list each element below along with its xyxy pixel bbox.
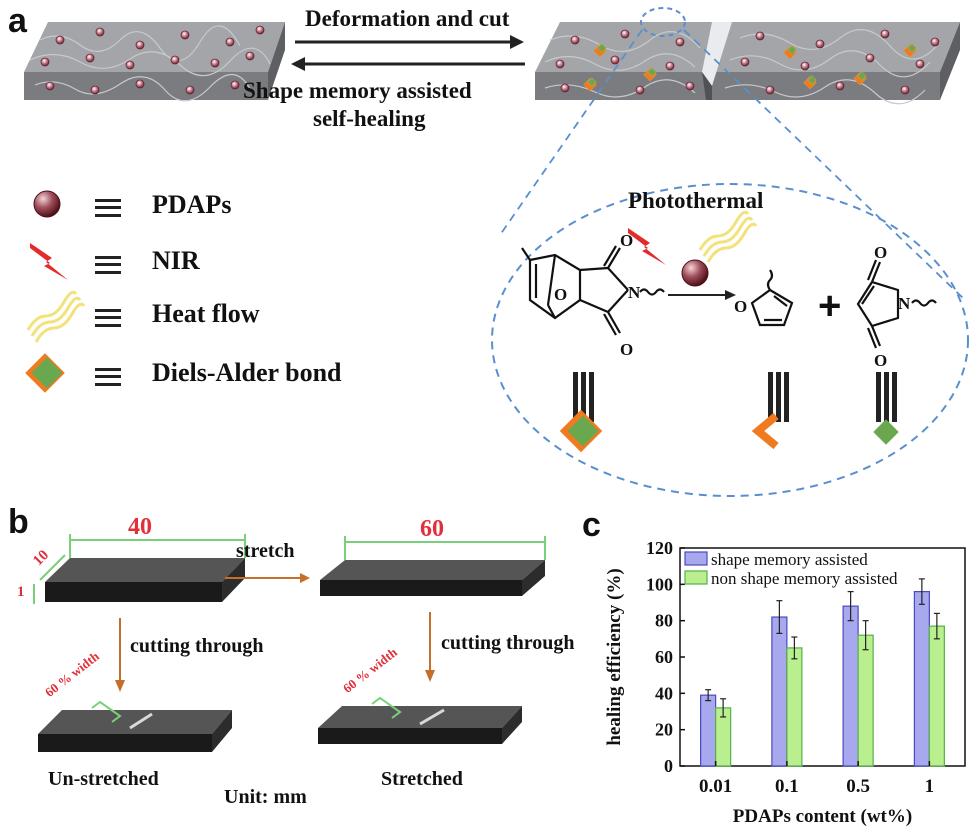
legend-label-pdaps: PDAPs [152, 190, 232, 219]
y-tick-label: 40 [655, 683, 673, 703]
y-tick-label: 100 [646, 574, 673, 594]
svg-text:O: O [554, 285, 567, 304]
x-tick-label: 1 [925, 776, 935, 797]
panel-a-letter: a [8, 2, 27, 40]
x-tick-label: 0.01 [699, 776, 732, 797]
y-tick-label: 60 [655, 647, 673, 667]
cutting-label-right: cutting through [441, 632, 575, 654]
legend-label-nir: NIR [152, 246, 200, 275]
furan-structure [750, 269, 794, 327]
nir-lightning-icon [30, 243, 68, 280]
svg-text:O: O [620, 340, 633, 359]
bar [700, 694, 717, 767]
reverse-arrow-label-2: self-healing [313, 106, 426, 131]
legend-label-diels-alder: Diels-Alder bond [152, 358, 342, 387]
svg-text:O: O [734, 297, 747, 316]
cutting-label-left: cutting through [130, 635, 264, 657]
legend-equals-4 [95, 368, 121, 386]
svg-text:O: O [874, 243, 887, 262]
panel-c-letter: c [582, 506, 601, 544]
x-tick-label: 0.5 [846, 776, 870, 797]
y-tick-label: 0 [664, 756, 673, 776]
maleimide-structure [856, 259, 937, 349]
panel-a-diagram: O O O N O O O N [24, 7, 969, 497]
intact-slab [24, 22, 285, 102]
bar [913, 590, 930, 767]
pdap-sphere-icon [681, 259, 709, 287]
bar [786, 647, 803, 767]
cut-slab [535, 7, 960, 105]
caption-unstretched: Un-stretched [48, 768, 159, 790]
heat-flow-icon [698, 210, 758, 263]
stretched-sample [320, 536, 546, 596]
furan-fragment-icon [751, 412, 779, 450]
stretch-label: stretch [236, 540, 295, 562]
legend-equals-1 [95, 199, 121, 217]
caption-stretched: Stretched [381, 768, 463, 790]
forward-arrow-label: Deformation and cut [305, 6, 510, 31]
bar [857, 634, 874, 767]
photothermal-label: Photothermal [628, 188, 764, 213]
legend-label: non shape memory assisted [711, 569, 898, 588]
equivalence-marks [573, 372, 897, 422]
legend-equals-3 [95, 309, 121, 327]
panel-b-letter: b [8, 503, 29, 541]
reversible-arrows [291, 35, 525, 71]
unstretched-sample [33, 534, 246, 604]
legend-equals-2 [95, 256, 121, 274]
cut-unstretched-sample [38, 700, 232, 752]
zoom-ellipse [491, 183, 969, 497]
y-tick-label: 120 [646, 538, 673, 558]
svg-text:O: O [874, 351, 887, 370]
reverse-arrow-label-1: Shape memory assisted [243, 78, 472, 103]
thickness-label: 1 [17, 584, 25, 600]
length-stretched-label: 60 [420, 516, 444, 542]
x-tick-label: 0.1 [775, 776, 799, 797]
heat-flow-icon [26, 290, 86, 343]
bar [842, 605, 859, 767]
legend-label: shape memory assisted [711, 550, 868, 569]
nir-lightning-icon [628, 228, 666, 265]
bar [928, 625, 945, 767]
maleimide-fragment-icon [873, 419, 899, 445]
plus-sign: + [818, 284, 842, 328]
x-axis-label: PDAPs content (wt%) [733, 806, 912, 827]
pdap-sphere-icon [33, 190, 61, 218]
y-tick-label: 20 [655, 720, 673, 740]
svg-text:O: O [620, 231, 633, 250]
bar [771, 616, 788, 767]
legend-swatch [684, 551, 708, 566]
diels-alder-adduct-structure [521, 245, 665, 336]
svg-text:N: N [628, 283, 641, 302]
legend-swatch [684, 570, 708, 585]
legend-label-heat-flow: Heat flow [152, 299, 260, 328]
svg-text:N: N [898, 294, 911, 313]
cut-stretched-sample [318, 696, 522, 744]
y-axis-label: healing efficiency (%) [604, 568, 625, 745]
diels-alder-bond-icon [559, 409, 603, 453]
unit-label: Unit: mm [224, 786, 307, 808]
y-tick-label: 80 [655, 611, 673, 631]
length-unstretched-label: 40 [128, 514, 152, 540]
panel-b-diagram [33, 534, 546, 752]
diels-alder-bond-icon [25, 353, 65, 393]
